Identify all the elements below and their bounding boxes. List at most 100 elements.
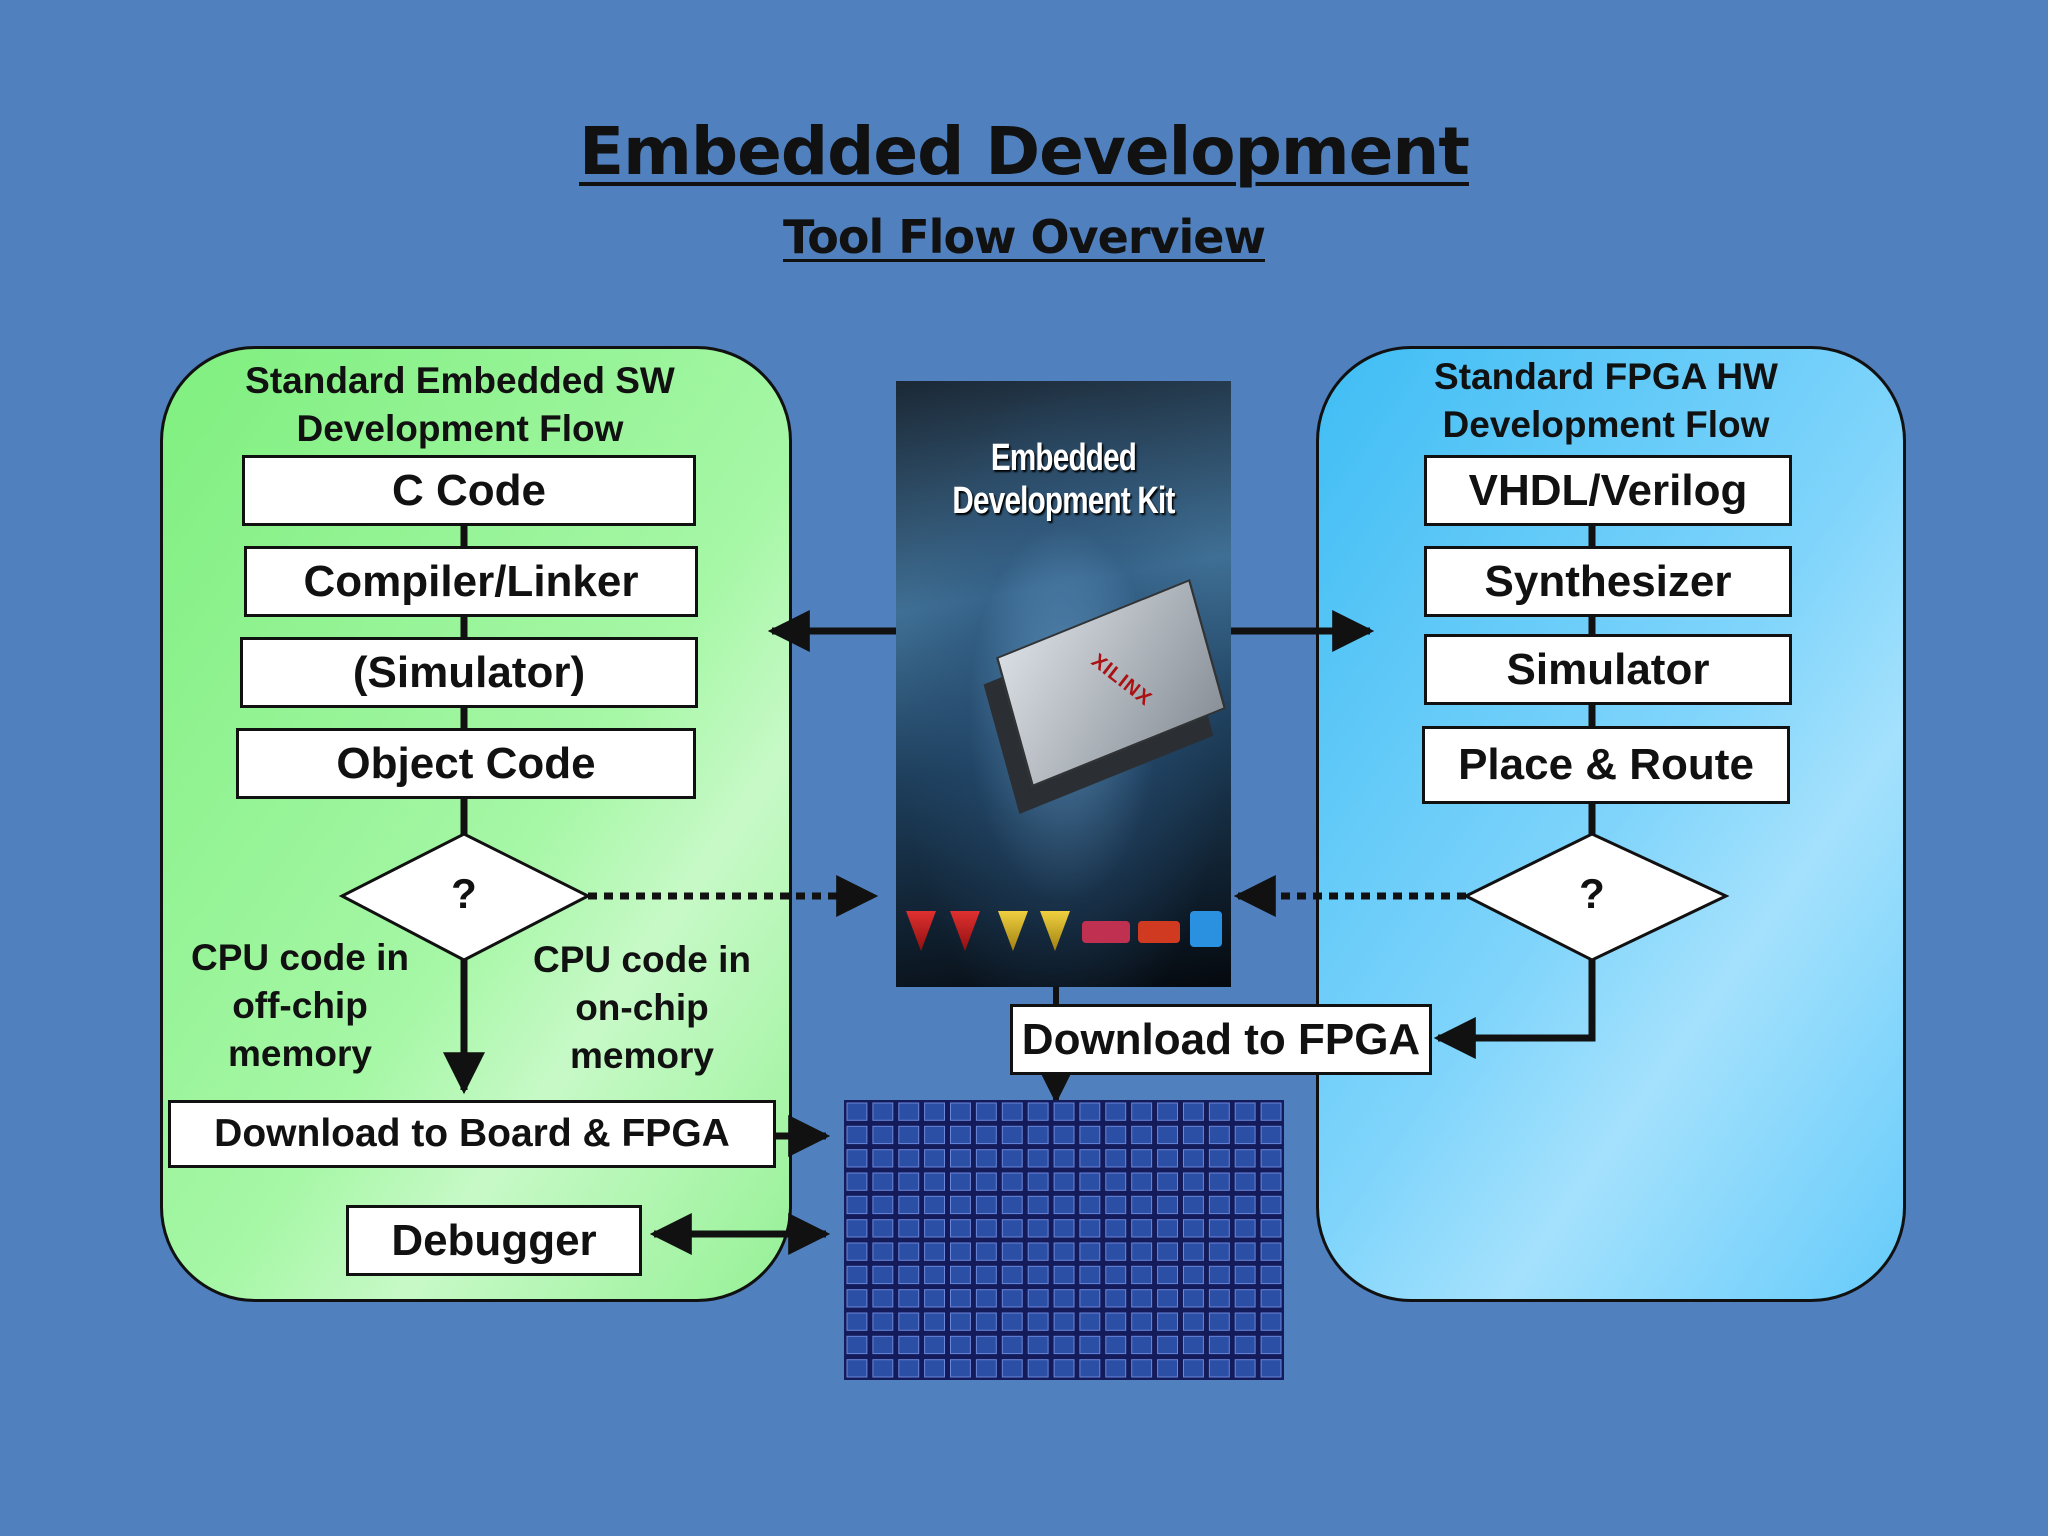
hw-download-arrow (1433, 960, 1596, 1059)
fpga-cell (950, 1172, 971, 1191)
page-subtitle: Tool Flow Overview (783, 210, 1266, 264)
fpga-cell (846, 1242, 868, 1261)
fpga-cell (1105, 1172, 1127, 1191)
fpga-cell (1079, 1265, 1101, 1285)
fpga-cell (1208, 1242, 1230, 1261)
hw-step-synthesizer: Synthesizer (1424, 546, 1792, 617)
fpga-cell (1260, 1265, 1282, 1285)
fpga-cell (1053, 1312, 1075, 1331)
on-chip-label-line1: CPU code in (533, 939, 751, 980)
fpga-cell (1053, 1265, 1075, 1285)
fpga-cell (950, 1289, 971, 1308)
fpga-cell (898, 1265, 920, 1285)
fpga-cell (1131, 1195, 1153, 1215)
fpga-cell (950, 1195, 971, 1215)
spartan-logo-icon (998, 911, 1028, 951)
fpga-cell (1183, 1172, 1204, 1191)
fpga-cell (1157, 1359, 1179, 1378)
fpga-cell (1157, 1149, 1179, 1168)
fpga-cell (1234, 1359, 1256, 1378)
off-chip-label-line2: off-chip (232, 985, 368, 1026)
fpga-cell (1053, 1242, 1075, 1261)
fpga-cell (872, 1125, 894, 1145)
fpga-cell (1053, 1172, 1075, 1191)
fpga-cell (1157, 1195, 1179, 1215)
fpga-cell (1131, 1289, 1153, 1308)
fpga-cell (1105, 1265, 1127, 1285)
fpga-cell (1079, 1102, 1101, 1121)
hw-decision-diamond (1462, 832, 1730, 962)
fpga-cell (1079, 1242, 1101, 1261)
fpga-cell (1027, 1125, 1049, 1145)
fpga-cell (1208, 1195, 1230, 1215)
fpga-cell (1131, 1172, 1153, 1191)
fpga-cell (1208, 1312, 1230, 1331)
fpga-cell (1105, 1289, 1127, 1308)
fpga-cell (1131, 1335, 1153, 1355)
hw-step-place-route: Place & Route (1422, 726, 1790, 804)
hw-step-vhdl-verilog: VHDL/Verilog (1424, 455, 1792, 526)
fpga-cell (1053, 1102, 1075, 1121)
fpga-cell (898, 1335, 920, 1355)
fpga-cell (1027, 1219, 1049, 1238)
fpga-cell (1079, 1312, 1101, 1331)
fpga-cell (1001, 1265, 1023, 1285)
fpga-cell (1157, 1242, 1179, 1261)
fpga-cell (872, 1149, 894, 1168)
fpga-cell (1157, 1265, 1179, 1285)
fpga-cell (1053, 1125, 1075, 1145)
fpga-cell (1260, 1195, 1282, 1215)
fpga-cell (1234, 1265, 1256, 1285)
fpga-cell (1260, 1149, 1282, 1168)
fpga-cell (1157, 1102, 1179, 1121)
fpga-cell (846, 1265, 868, 1285)
fpga-cell (1001, 1172, 1023, 1191)
debugger-box: Debugger (346, 1205, 642, 1276)
virtex-logo-icon (906, 911, 936, 951)
fpga-cell (1027, 1312, 1049, 1331)
fpga-cell (1027, 1242, 1049, 1261)
fpga-cell (924, 1359, 945, 1378)
fpga-cell (924, 1312, 945, 1331)
hw-step-simulator: Simulator (1424, 634, 1792, 705)
fpga-cell (872, 1335, 894, 1355)
fpga-cell (950, 1335, 971, 1355)
fpga-cell (898, 1289, 920, 1308)
fpga-cell (846, 1149, 868, 1168)
fpga-cell (846, 1359, 868, 1378)
fpga-cell (1105, 1335, 1127, 1355)
ise-logo-icon (1190, 911, 1222, 947)
fpga-cell (1183, 1125, 1204, 1145)
fpga-cell (1183, 1149, 1204, 1168)
fpga-cell (1260, 1172, 1282, 1191)
fpga-cell (1234, 1102, 1256, 1121)
fpga-cell (1053, 1195, 1075, 1215)
fpga-cell (898, 1359, 920, 1378)
fpga-cell (1027, 1289, 1049, 1308)
fpga-cell (1183, 1265, 1204, 1285)
fpga-cell (1001, 1312, 1023, 1331)
fpga-cell (1234, 1149, 1256, 1168)
fpga-cell (1079, 1172, 1101, 1191)
fpga-cell (1183, 1289, 1204, 1308)
fpga-cell (1131, 1359, 1153, 1378)
fpga-cell (846, 1219, 868, 1238)
fpga-cell (1079, 1335, 1101, 1355)
sw-decision-label: ? (451, 870, 477, 917)
fpga-cell (1131, 1125, 1153, 1145)
fpga-cell (1260, 1359, 1282, 1378)
fpga-cell (1053, 1219, 1075, 1238)
edk-product-image: Embedded Development Kit XILINX (896, 381, 1231, 987)
fpga-cell (846, 1312, 868, 1331)
fpga-cell (872, 1265, 894, 1285)
fpga-cell (924, 1265, 945, 1285)
fpga-cell (898, 1102, 920, 1121)
fpga-cell (1079, 1125, 1101, 1145)
fpga-cell (1053, 1335, 1075, 1355)
on-chip-label-line3: memory (570, 1035, 714, 1076)
sw-step-simulator: (Simulator) (240, 637, 698, 708)
fpga-cell (898, 1125, 920, 1145)
fpga-cell (1260, 1242, 1282, 1261)
fpga-cell (1053, 1149, 1075, 1168)
microblaze-logo-icon (1082, 921, 1130, 943)
